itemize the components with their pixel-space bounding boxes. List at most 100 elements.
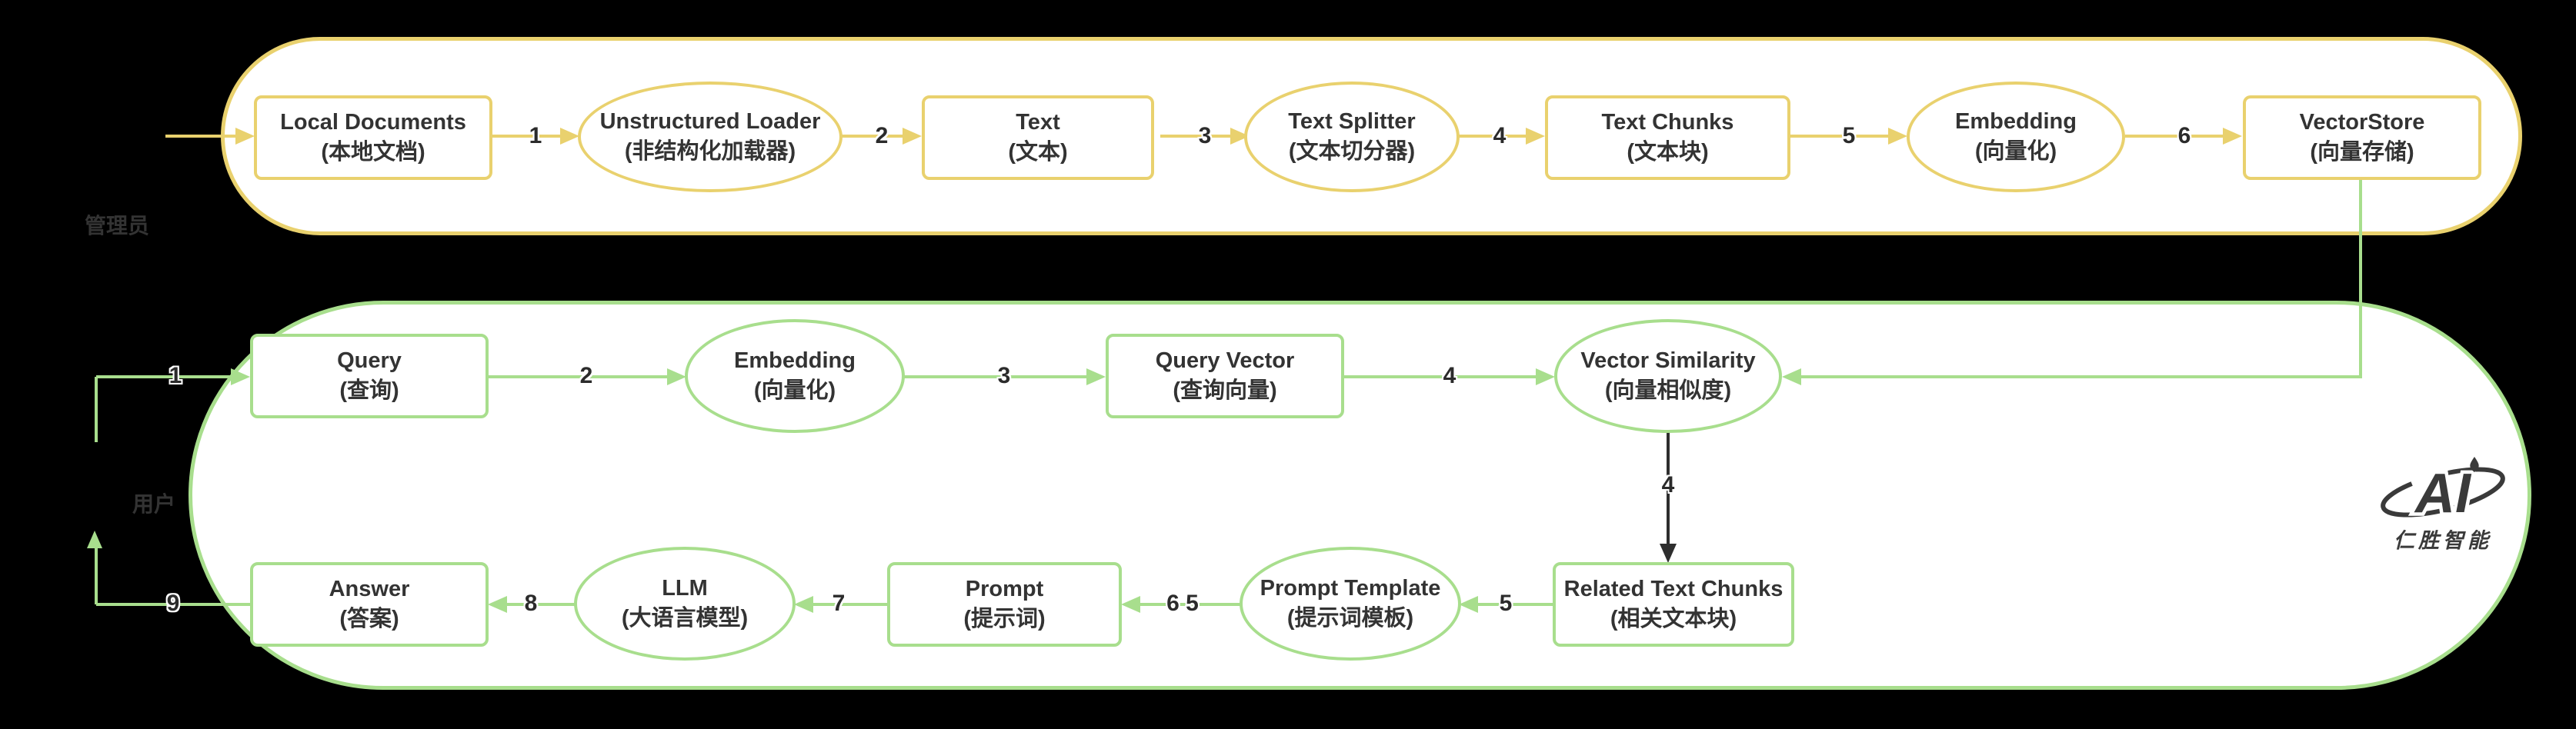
edge-line-user-4: [1344, 375, 1537, 378]
node-local-documents-en: Local Documents: [280, 110, 466, 135]
edge-label-user-7: 7: [832, 591, 846, 616]
arrowhead-user-4: [1536, 368, 1555, 385]
arrowhead-admin-2: [903, 128, 922, 145]
node-prompt: Prompt (提示词): [887, 562, 1122, 647]
edge-line-user-7: [813, 603, 888, 606]
node-unstructured-loader-en: Unstructured Loader: [599, 109, 821, 135]
node-text: Text (文本): [922, 95, 1154, 180]
node-query: Query (查询): [250, 334, 489, 418]
node-local-documents: Local Documents (本地文档): [254, 95, 492, 180]
arrowhead-admin-entry: [235, 128, 255, 145]
edge-label-admin-3: 3: [1198, 123, 1212, 148]
company-logo-text: 仁胜智能: [2394, 529, 2492, 552]
node-vectorstore: VectorStore (向量存储): [2243, 95, 2481, 180]
node-vector-similarity: Vector Similarity (向量相似度): [1554, 319, 1782, 433]
edge-line-user-2: [489, 375, 668, 378]
edge-line-admin-entry: [165, 135, 235, 138]
node-embedding-user-en: Embedding: [734, 348, 856, 374]
edge-label-user-1: 1: [169, 363, 182, 388]
edge-label-admin-6: 6: [2177, 123, 2191, 148]
edge-label-admin-2: 2: [875, 123, 889, 148]
edge-line-admin-3: [1160, 135, 1231, 138]
edge-label-admin-5: 5: [1842, 123, 1856, 148]
edge-line-user-9-vertical: [95, 548, 98, 604]
ai-orbit-logo-icon: AI: [2381, 457, 2505, 528]
edge-line-vectorstore-down: [2359, 179, 2362, 377]
node-unstructured-loader-zh: (非结构化加载器): [624, 139, 796, 164]
node-text-splitter-en: Text Splitter: [1288, 109, 1416, 135]
edge-label-user-2: 2: [579, 363, 593, 388]
edge-label-user-5: 5: [1499, 591, 1513, 616]
node-prompt-template-zh: (提示词模板): [1286, 606, 1414, 631]
svg-text:AI: AI: [2414, 463, 2472, 523]
arrowhead-user-1: [231, 368, 250, 385]
node-prompt-zh: (提示词): [963, 607, 1046, 631]
edge-label-user-8: 8: [524, 591, 538, 616]
user-lane-label: 用户: [132, 492, 176, 516]
node-embedding-admin: Embedding (向量化): [1907, 82, 2125, 192]
node-answer: Answer (答案): [250, 562, 489, 647]
node-prompt-en: Prompt: [965, 577, 1044, 602]
edge-line-admin-4: [1454, 135, 1527, 138]
node-vectorstore-en: VectorStore: [2299, 110, 2425, 135]
node-query-vector-en: Query Vector: [1155, 348, 1295, 374]
node-query-en: Query: [337, 348, 402, 374]
node-llm: LLM (大语言模型): [574, 547, 796, 661]
edge-line-user-1: [96, 375, 232, 378]
edge-line-admin-5: [1790, 135, 1889, 138]
arrowhead-admin-4: [1526, 128, 1545, 145]
arrowhead-user-7: [794, 596, 813, 613]
edge-label-user-3: 3: [997, 363, 1011, 388]
node-answer-zh: (答案): [339, 607, 399, 631]
edge-label-admin-4: 4: [1493, 123, 1507, 148]
node-embedding-user-zh: (向量化): [753, 378, 836, 403]
node-related-text-chunks: Related Text Chunks (相关文本块): [1553, 562, 1794, 647]
arrowhead-user-5: [1459, 596, 1478, 613]
arrowhead-admin-5: [1888, 128, 1907, 145]
edge-label-admin-1: 1: [529, 123, 542, 148]
edge-label-user-4: 4: [1443, 363, 1457, 388]
company-logo: AI 仁胜智能: [2370, 455, 2516, 554]
node-text-zh: (文本): [1008, 140, 1068, 165]
arrowhead-user-9: [87, 531, 102, 548]
edge-line-admin-6: [2125, 135, 2224, 138]
edge-label-user-9: 9: [166, 591, 180, 616]
node-embedding-user: Embedding (向量化): [685, 319, 905, 433]
admin-lane-label: 管理员: [85, 214, 150, 238]
arrowhead-admin-6: [2223, 128, 2242, 145]
node-query-vector-zh: (查询向量): [1173, 378, 1277, 403]
node-related-text-chunks-en: Related Text Chunks: [1563, 577, 1784, 602]
node-embedding-admin-en: Embedding: [1955, 109, 2077, 135]
arrowhead-vector-similarity-in: [1782, 368, 1801, 385]
node-text-splitter-zh: (文本切分器): [1288, 139, 1416, 164]
node-vectorstore-zh: (向量存储): [2310, 140, 2414, 165]
node-llm-en: LLM: [662, 576, 708, 601]
edge-line-vectorstore-left: [1801, 375, 2362, 378]
edge-line-user-5: [1478, 603, 1553, 606]
edge-line-user-8: [507, 603, 576, 606]
edge-line-user-6: [1140, 603, 1240, 606]
node-related-text-chunks-zh: (相关文本块): [1610, 607, 1737, 631]
edge-line-similarity-down: [1667, 431, 1670, 544]
node-llm-zh: (大语言模型): [621, 606, 749, 631]
edge-line-user-3: [903, 375, 1087, 378]
node-text-splitter: Text Splitter (文本切分器): [1244, 82, 1460, 192]
node-unstructured-loader: Unstructured Loader (非结构化加载器): [578, 82, 843, 192]
arrowhead-similarity-down: [1660, 544, 1677, 563]
node-prompt-template-en: Prompt Template: [1260, 576, 1441, 601]
node-vector-similarity-en: Vector Similarity: [1580, 348, 1756, 374]
node-answer-en: Answer: [329, 577, 410, 602]
edge-label-user-6: 6 5: [1166, 591, 1199, 616]
arrowhead-user-3: [1086, 368, 1106, 385]
node-text-en: Text: [1016, 110, 1060, 135]
node-text-chunks-zh: (文本块): [1627, 140, 1709, 165]
edge-line-admin-2: [841, 135, 903, 138]
node-local-documents-zh: (本地文档): [321, 140, 425, 165]
node-vector-similarity-zh: (向量相似度): [1604, 378, 1732, 403]
edge-label-similarity-down: 4: [1661, 472, 1675, 498]
node-text-chunks: Text Chunks (文本块): [1545, 95, 1790, 180]
arrowhead-user-6: [1121, 596, 1140, 613]
edge-line-admin-1: [492, 135, 561, 138]
edge-line-user-entry-vertical: [95, 377, 98, 442]
edge-line-user-9: [96, 603, 250, 606]
